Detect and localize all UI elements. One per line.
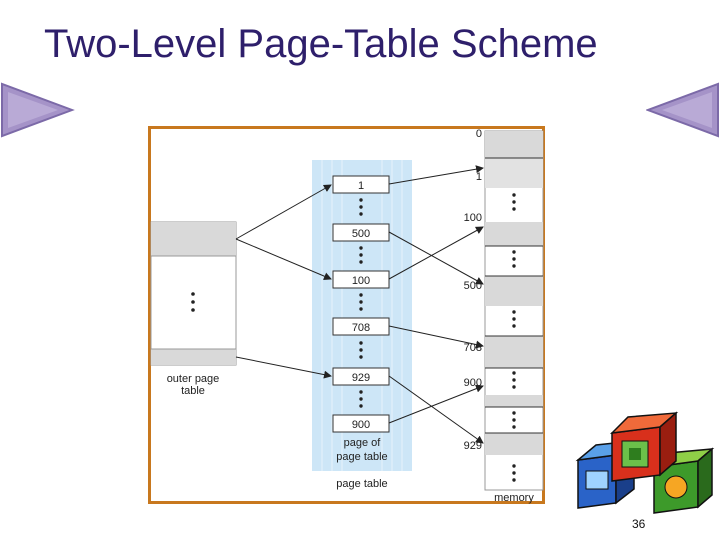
- page-of-page-table-label: page of: [344, 437, 382, 449]
- page-table-entry: 1: [358, 180, 364, 192]
- page-table-entry-boxes: [332, 175, 390, 433]
- alphabet-blocks-icon: [575, 411, 715, 514]
- next-slide-arrow-icon[interactable]: [646, 82, 720, 140]
- memory-frame-label: 1: [476, 171, 482, 183]
- page-table-label: page table: [336, 478, 387, 490]
- outer-to-inner-arrows: [235, 184, 332, 379]
- memory-frame-label: 929: [464, 440, 482, 452]
- slide-number: 36: [632, 517, 646, 531]
- page-table-ellipsis: [359, 198, 363, 408]
- outer-page-table-label: outer page: [167, 373, 220, 385]
- slide-title: Two-Level Page-Table Scheme: [44, 22, 598, 66]
- page-table-entry: 100: [352, 275, 370, 287]
- page-table-entry: 708: [352, 322, 370, 334]
- outer-table-ellipsis: [191, 292, 195, 312]
- page-table-entry: 500: [352, 228, 370, 240]
- page-table-entry: 900: [352, 419, 370, 431]
- memory-frame-label: 100: [464, 212, 482, 224]
- page-table-entry: 929: [352, 372, 370, 384]
- memory-frame-label: 0: [476, 128, 482, 140]
- prev-slide-arrow-icon[interactable]: [0, 82, 76, 140]
- page-table-to-memory-arrows: [388, 165, 484, 444]
- memory-ellipsis: [512, 193, 516, 482]
- outer-page-table: [150, 221, 237, 366]
- memory-label: memory: [494, 492, 534, 504]
- page-of-page-table-label-2: page table: [336, 451, 387, 463]
- memory-column: [484, 130, 544, 491]
- outer-page-table-label-2: table: [181, 385, 205, 397]
